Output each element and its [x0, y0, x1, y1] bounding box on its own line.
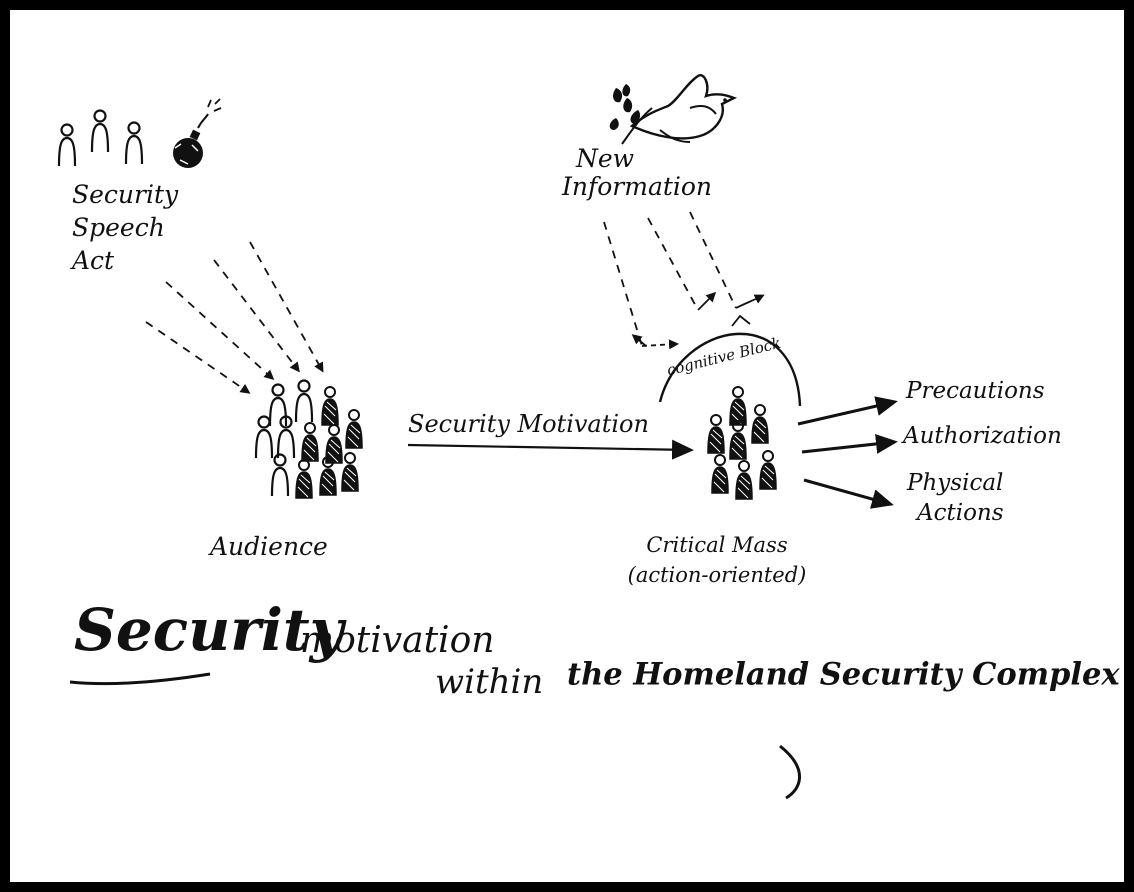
physical-actions-line-1: Physical	[907, 470, 1004, 496]
speech-act-line-1: Security	[72, 180, 179, 209]
new-info-line-1: New	[576, 144, 635, 173]
title-part-1: Security	[74, 596, 344, 664]
critical-mass-line-1: Critical Mass	[646, 533, 788, 557]
security-motivation-arrow	[407, 439, 694, 460]
speech-act-arrows	[145, 241, 324, 394]
outcome-arrows	[797, 396, 898, 509]
new-information-label: New Information	[562, 145, 712, 201]
speech-act-line-2: Speech	[72, 213, 165, 242]
olive-branch-icon	[609, 84, 653, 145]
cognitive-block-arc	[658, 332, 802, 407]
diagram-canvas	[57, 74, 898, 800]
title-flourish	[69, 672, 801, 800]
deflected-arrows	[631, 291, 765, 350]
title-part-2: motivation	[300, 620, 495, 661]
physical-actions-label: Physical Actions	[907, 468, 1004, 528]
critical-mass-line-2: (action-oriented)	[627, 563, 807, 587]
critical-mass-crowd	[707, 386, 777, 500]
bomb-icon	[173, 98, 222, 168]
speech-act-people	[57, 109, 144, 168]
physical-actions-line-2: Actions	[917, 500, 1004, 526]
dove-icon	[629, 74, 738, 143]
speech-act-label: Security Speech Act	[72, 178, 178, 277]
security-motivation-label: Security Motivation	[408, 410, 649, 438]
new-info-arrows	[603, 211, 737, 347]
precautions-label: Precautions	[906, 378, 1045, 404]
speech-act-line-3: Act	[72, 246, 115, 275]
new-info-line-2: Information	[562, 172, 713, 201]
authorization-label: Authorization	[903, 423, 1062, 449]
audience-crowd	[254, 379, 363, 499]
critical-mass-label: Critical Mass (action-oriented)	[622, 530, 812, 590]
title-part-3: within	[435, 662, 544, 702]
title-part-4: the Homeland Security Complex	[567, 656, 1120, 692]
audience-label: Audience	[210, 532, 328, 561]
